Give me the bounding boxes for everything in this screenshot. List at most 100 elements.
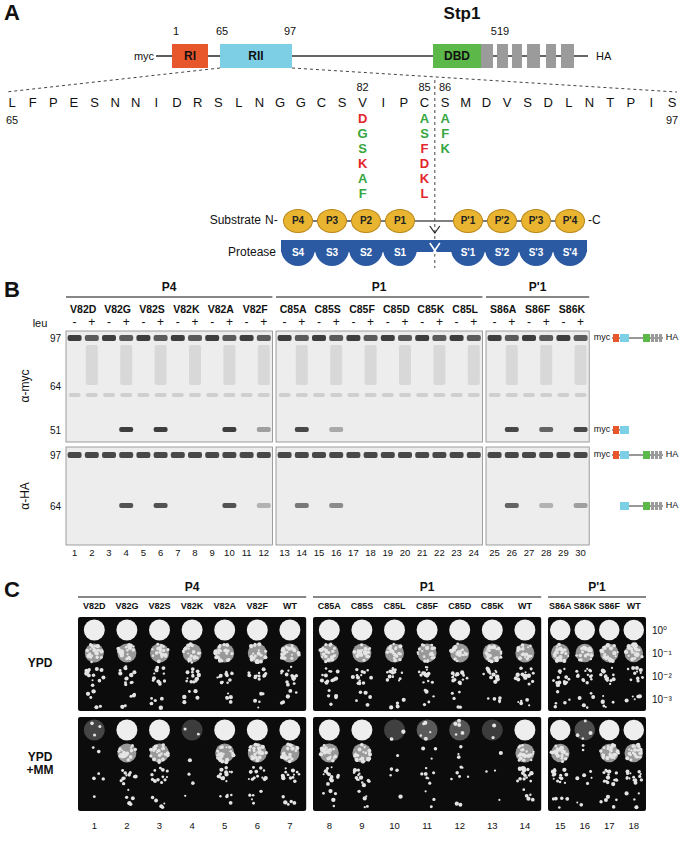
yeast-colony [495, 675, 498, 678]
yeast-colony [357, 779, 359, 781]
yeast-colony [160, 752, 163, 755]
mutant-name: C85F [349, 304, 375, 316]
yeast-colony [89, 696, 92, 699]
yeast-colony [557, 643, 561, 647]
yeast-colony [499, 656, 502, 659]
yeast-colony [521, 766, 525, 770]
mutant-name: WT [627, 602, 641, 612]
yeast-colony [579, 803, 583, 807]
sequence-residue: C [317, 96, 326, 110]
sequence-residue: S [523, 96, 532, 110]
dilution-label: 10⁰ [652, 625, 667, 636]
yeast-colony [92, 777, 96, 781]
yeast-colony [391, 675, 394, 678]
yeast-colony [451, 679, 455, 683]
yeast-colony [426, 659, 429, 662]
yeast-colony [458, 775, 461, 778]
yeast-colony [186, 670, 190, 674]
yeast-colony [578, 659, 581, 662]
yeast-colony [362, 783, 366, 787]
yeast-colony [326, 782, 330, 786]
yeast-colony [632, 752, 635, 755]
yeast-colony [352, 650, 356, 654]
yeast-colony [218, 676, 220, 678]
background-band [120, 393, 132, 397]
yeast-spot [482, 720, 503, 741]
yeast-colony [126, 649, 129, 652]
yeast-colony [617, 752, 620, 755]
yeast-colony [124, 677, 128, 681]
yeast-colony [292, 801, 296, 805]
yeast-colony [424, 737, 428, 741]
yeast-colony [286, 742, 290, 746]
cleavage-band [574, 503, 588, 508]
cleavage-band [222, 503, 236, 508]
yeast-colony [589, 675, 592, 678]
yeast-spot [352, 744, 371, 763]
yeast-colony [421, 747, 425, 751]
yeast-colony [226, 658, 230, 662]
group-header: P4 [162, 281, 177, 294]
node-text: S'2 [495, 248, 510, 258]
yeast-colony [287, 773, 290, 776]
yeast-colony [363, 652, 367, 656]
yeast-colony [221, 777, 224, 780]
sequence-residue: T [606, 96, 614, 110]
yeast-colony [604, 674, 607, 677]
yeast-colony [425, 666, 427, 668]
yeast-colony [368, 695, 372, 699]
yeast-colony [461, 654, 463, 656]
yeast-colony [458, 803, 462, 807]
yeast-colony [460, 670, 464, 674]
yeast-spot [600, 644, 619, 663]
sequence-residue: L [235, 96, 242, 110]
yeast-colony [228, 678, 232, 682]
yeast-colony [131, 744, 134, 747]
yeast-colony [97, 772, 100, 775]
yeast-colony [225, 696, 229, 700]
yeast-colony [327, 694, 330, 697]
subsite-lobe: S'3 [519, 240, 553, 266]
yeast-colony [522, 788, 525, 791]
yeast-colony [557, 681, 561, 685]
construct-domain [651, 451, 654, 459]
yeast-colony [129, 674, 131, 676]
yeast-colony [360, 643, 363, 646]
yeast-colony [333, 805, 335, 807]
background-band [575, 393, 587, 397]
yeast-spot [599, 720, 620, 741]
tag-label: HA [666, 501, 679, 511]
yeast-colony [355, 758, 359, 762]
background-band [241, 393, 253, 397]
yeast-colony [606, 643, 610, 647]
yeast-colony [366, 703, 370, 707]
yeast-colony [130, 681, 133, 684]
yeast-colony [122, 776, 125, 779]
residue-number: 65 [6, 114, 18, 126]
yeast-colony [462, 767, 464, 769]
protein-band [432, 335, 446, 341]
yeast-colony [613, 753, 617, 757]
yeast-colony [250, 755, 253, 758]
yeast-colony [356, 675, 360, 679]
yeast-colony [321, 674, 324, 677]
yeast-colony [451, 671, 455, 675]
leu-sign: - [527, 316, 531, 329]
substitution: L [421, 187, 429, 201]
yeast-colony [156, 778, 160, 782]
mutant-name: S86A [490, 304, 516, 316]
yeast-colony [90, 722, 94, 726]
yeast-colony [323, 751, 327, 755]
yeast-colony [152, 654, 154, 656]
yeast-colony [555, 702, 558, 705]
yeast-colony [639, 668, 643, 672]
mutant-name: C85K [417, 304, 444, 316]
yeast-spot [449, 720, 470, 741]
yeast-colony [606, 655, 609, 658]
cleavage-band [295, 503, 309, 508]
yeast-colony [258, 677, 261, 680]
protein-band [398, 335, 412, 341]
group-bracket [486, 296, 589, 297]
yeast-colony [578, 696, 582, 700]
background-band [86, 393, 98, 397]
